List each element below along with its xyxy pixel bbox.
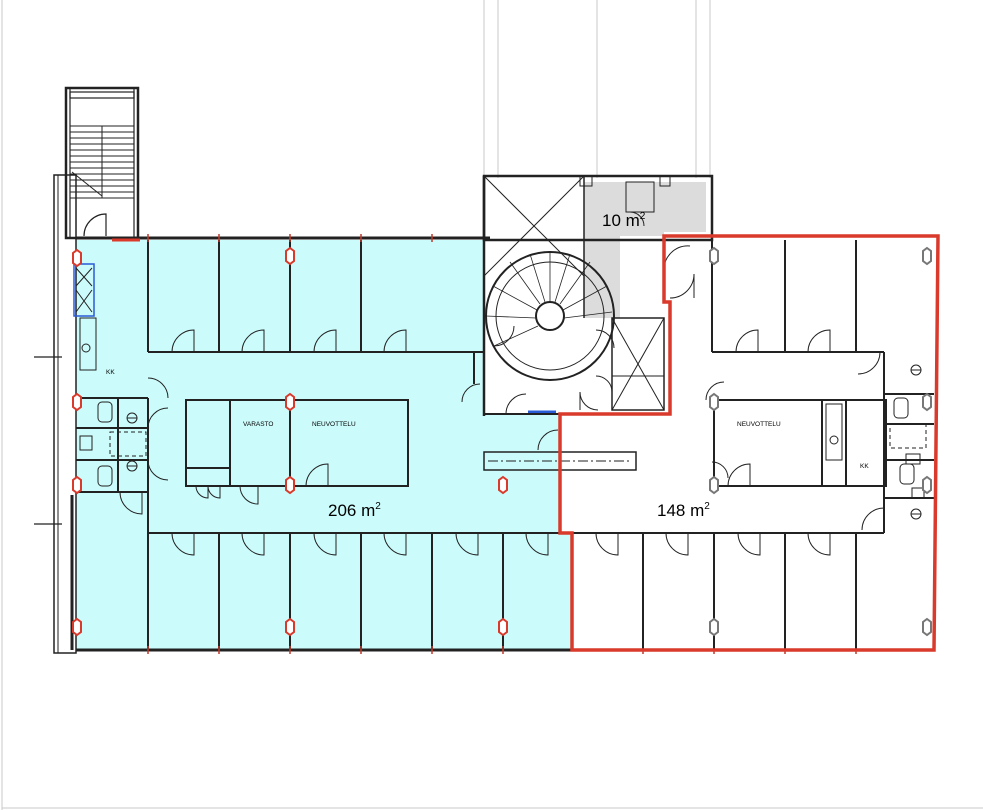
left-facade xyxy=(34,174,77,654)
door-swings-left xyxy=(119,329,549,556)
shaft-x xyxy=(75,267,93,313)
area-206-fill xyxy=(76,240,572,650)
room-label-neuvottelu-left: NEUVOTTELU xyxy=(312,421,356,428)
area-label-10: 10 m2 xyxy=(602,211,646,230)
room-label-neuvottelu-right: NEUVOTTELU xyxy=(737,421,781,428)
stair-core xyxy=(482,174,714,416)
blue-shaft xyxy=(73,263,95,317)
room-label-kk-right: KK xyxy=(860,463,869,470)
area-10-fill xyxy=(584,182,706,318)
door-swings-right xyxy=(595,329,885,556)
columns-gray xyxy=(709,246,932,637)
area-label-148: 148 m2 xyxy=(657,501,710,520)
wc-fixtures-right xyxy=(825,364,927,520)
room-label-kk-left: KK xyxy=(106,369,115,376)
room-label-varasto: VARASTO xyxy=(243,421,273,428)
external-stair xyxy=(64,86,140,240)
area-148-outline xyxy=(558,234,940,652)
walls-right-zone xyxy=(572,240,934,650)
columns-red xyxy=(72,246,508,637)
wc-fixtures-left xyxy=(79,317,147,487)
area-label-206: 206 m2 xyxy=(328,501,381,520)
